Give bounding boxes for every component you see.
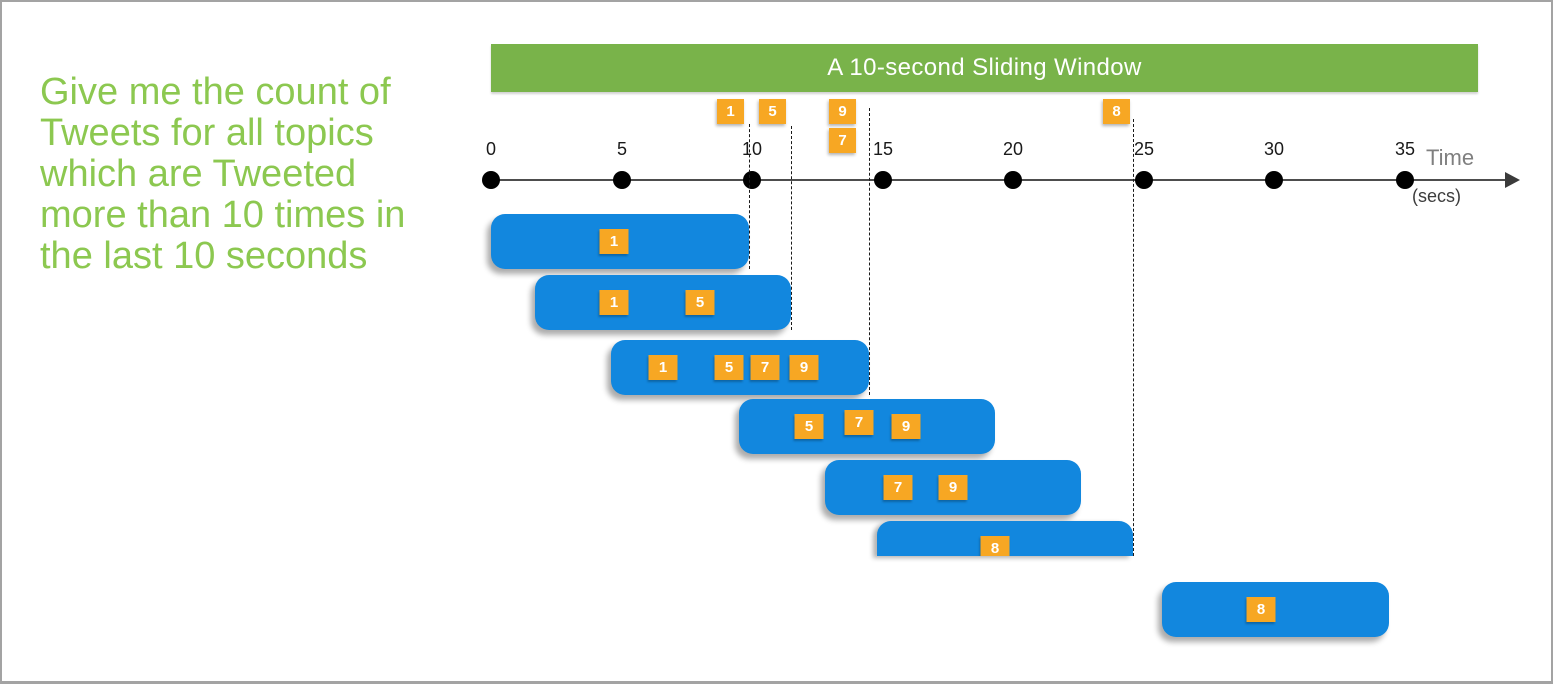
axis-tick-dot — [1396, 171, 1414, 189]
event-badge: 5 — [714, 355, 744, 380]
event-badge: 5 — [794, 414, 824, 439]
axis-tick-label: 30 — [1263, 139, 1285, 159]
event-badge: 8 — [1246, 597, 1276, 622]
axis-tick-dot — [1265, 171, 1283, 189]
event-badge: 9 — [789, 355, 819, 380]
sliding-window-banner: A 10-second Sliding Window — [491, 44, 1478, 92]
event-marker: 8 — [1103, 99, 1130, 124]
event-marker: 7 — [829, 128, 856, 153]
axis-tick-dot — [1004, 171, 1022, 189]
event-badge: 9 — [891, 414, 921, 439]
event-badge: 7 — [844, 410, 874, 435]
event-badge: 5 — [685, 290, 715, 315]
query-text-line: the last 10 seconds — [40, 235, 368, 277]
event-badge: 1 — [599, 290, 629, 315]
event-marker: 1 — [717, 99, 744, 124]
event-badge: 7 — [750, 355, 780, 380]
window-bar: 1 — [491, 214, 749, 269]
axis-unit-label: (secs) — [1412, 186, 1461, 206]
axis-tick-label: 15 — [872, 139, 894, 159]
event-badge: 1 — [599, 229, 629, 254]
dashed-guide-line — [791, 126, 792, 330]
axis-tick-dot — [482, 171, 500, 189]
axis-arrow-icon — [1505, 172, 1520, 188]
query-text-line: more than 10 times in — [40, 194, 406, 236]
axis-tick-dot — [743, 171, 761, 189]
time-axis-line — [483, 179, 1508, 181]
window-bar: 8 — [1162, 582, 1389, 637]
event-marker: 9 — [829, 99, 856, 124]
event-badge: 9 — [938, 475, 968, 500]
axis-tick-label: 0 — [485, 139, 497, 159]
axis-tick-dot — [874, 171, 892, 189]
query-text-line: Tweets for all topics — [40, 112, 374, 154]
event-badge: 8 — [980, 536, 1010, 556]
query-text-line: Give me the count of — [40, 71, 391, 113]
sliding-window-banner-label: A 10-second Sliding Window — [827, 54, 1142, 81]
axis-tick-dot — [1135, 171, 1153, 189]
event-marker: 5 — [759, 99, 786, 124]
axis-title: Time — [1426, 145, 1475, 170]
dashed-guide-line — [749, 124, 750, 269]
window-bar: 8 — [877, 521, 1133, 556]
query-text-line: which are Tweeted — [40, 153, 357, 195]
event-badge: 1 — [648, 355, 678, 380]
dashed-guide-line — [869, 108, 870, 395]
axis-tick-label: 5 — [616, 139, 628, 159]
axis-tick-dot — [613, 171, 631, 189]
axis-tick-label: 35 — [1394, 139, 1416, 159]
dashed-guide-line — [1133, 119, 1134, 556]
event-badge: 7 — [883, 475, 913, 500]
axis-tick-label: 10 — [741, 139, 763, 159]
axis-tick-label: 25 — [1133, 139, 1155, 159]
axis-tick-label: 20 — [1002, 139, 1024, 159]
